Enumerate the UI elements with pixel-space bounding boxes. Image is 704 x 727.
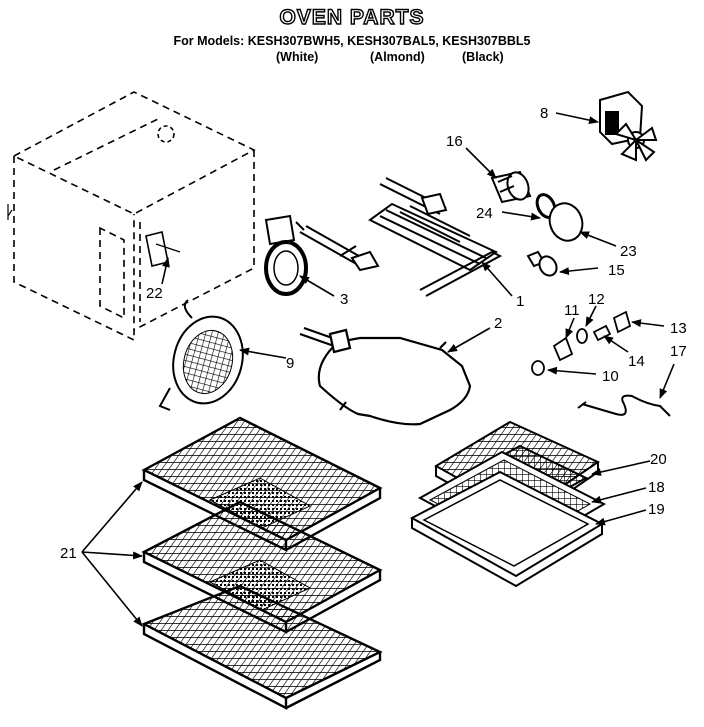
callout-16: 16	[446, 133, 463, 150]
variant-almond: (Almond)	[370, 50, 425, 64]
callout-22: 22	[146, 285, 163, 302]
callout-15: 15	[608, 262, 625, 279]
part-16-socket	[490, 170, 532, 204]
small-hardware-parts	[531, 310, 632, 376]
leader-lines	[81, 112, 675, 627]
part-9-fan-cover	[158, 299, 244, 411]
part-1-broil-element	[295, 177, 503, 297]
callout-3: 3	[340, 291, 348, 308]
callout-1: 1	[516, 293, 524, 310]
part-3-ring	[264, 214, 308, 296]
variant-black: (Black)	[462, 50, 504, 64]
callout-11: 11	[564, 302, 580, 319]
part-21-racks	[141, 416, 383, 710]
callout-14: 14	[628, 353, 645, 370]
callout-20: 20	[650, 451, 667, 468]
callout-10: 10	[602, 368, 619, 385]
callout-23: 23	[620, 243, 637, 260]
page-title: OVEN PARTS	[279, 5, 425, 29]
callout-24: 24	[476, 205, 493, 222]
oven-cavity-outline	[12, 91, 256, 342]
callout-17: 17	[670, 343, 687, 360]
part-8-fan-motor	[599, 90, 658, 162]
part-2-bake-element	[299, 326, 472, 426]
models-line: For Models: KESH307BWH5, KESH307BAL5, KE…	[173, 34, 531, 48]
part-15-bulb	[526, 250, 558, 277]
variant-white: (White)	[276, 50, 319, 64]
part-22-bracket	[145, 231, 169, 267]
callout-2: 2	[494, 315, 502, 332]
broiler-pan-assembly	[409, 420, 607, 588]
callout-labels: 8 16 24 23 15 1 3 2 9 22 11 12 13 14 10 …	[60, 105, 687, 562]
part-23-lens	[548, 202, 584, 242]
callout-21: 21	[60, 545, 77, 562]
callout-8: 8	[540, 105, 548, 122]
callout-18: 18	[648, 479, 665, 496]
callout-13: 13	[670, 320, 687, 337]
callout-12: 12	[588, 291, 605, 308]
callout-19: 19	[648, 501, 665, 518]
part-17-wire	[577, 394, 671, 417]
callout-9: 9	[286, 355, 294, 372]
